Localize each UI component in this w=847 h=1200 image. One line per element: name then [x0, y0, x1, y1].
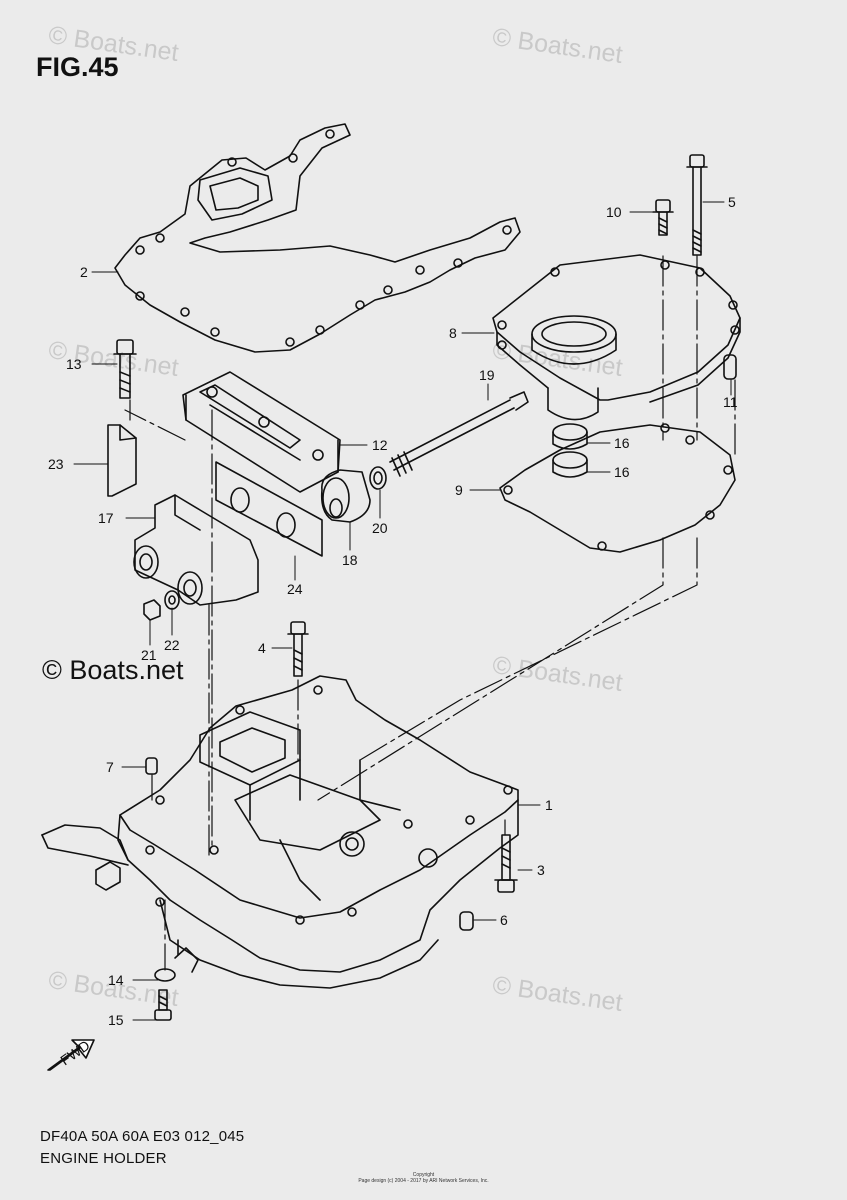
callout-23: 23 [48, 456, 64, 472]
engine-holder-part-1 [41, 675, 519, 989]
bracket-part-12 [182, 371, 341, 493]
callout-13: 13 [66, 356, 82, 372]
brand-watermark: © Boats.net [42, 655, 184, 685]
callout-11: 11 [723, 394, 738, 410]
bushing-part-16-lower [552, 451, 588, 478]
callout-5: 5 [728, 194, 736, 210]
washer-part-20 [369, 466, 387, 490]
callout-21: 21 [141, 647, 157, 663]
assembly-lines [124, 255, 736, 971]
cover-plate-part-8 [492, 254, 741, 421]
callout-4: 4 [258, 640, 266, 656]
callout-18: 18 [342, 552, 358, 568]
dowel-pin-part-6 [459, 911, 474, 931]
callout-9: 9 [455, 482, 463, 498]
bolt-part-3 [494, 834, 518, 893]
callout-15: 15 [108, 1012, 124, 1028]
bolt-part-4 [287, 621, 309, 677]
bolt-part-10 [652, 199, 674, 236]
copyright-line-1: Copyright [412, 1172, 435, 1178]
bolt-part-13 [113, 339, 137, 399]
callout-14: 14 [108, 972, 124, 988]
callout-1: 1 [545, 797, 553, 813]
mount-part-18 [320, 469, 371, 523]
figure-title: FIG.45 [36, 52, 119, 82]
plate-part-24 [215, 461, 323, 557]
callout-12: 12 [372, 437, 388, 453]
model-label: DF40A 50A 60A E03 012_045 [40, 1128, 245, 1145]
callout-19: 19 [479, 367, 495, 383]
nut-part-21 [143, 599, 161, 621]
bolt-part-15 [154, 989, 172, 1021]
bracket-plate-part-23 [107, 424, 137, 497]
sender-part-14 [154, 939, 199, 982]
dowel-pin-part-11 [723, 354, 737, 380]
callout-24: 24 [287, 581, 303, 597]
holder-part-17 [133, 494, 259, 606]
callout-3: 3 [537, 862, 545, 878]
callout-16-lower: 16 [614, 464, 630, 480]
figure-name: ENGINE HOLDER [40, 1150, 167, 1167]
gasket-part-2 [114, 123, 521, 353]
callout-6: 6 [500, 912, 508, 928]
bolt-part-19 [389, 391, 529, 477]
leader-lines [73, 201, 732, 1021]
fwd-arrow-icon: FWD [47, 1037, 95, 1071]
callout-2: 2 [80, 264, 88, 280]
callout-10: 10 [606, 204, 622, 220]
washer-part-22 [164, 590, 180, 610]
callout-20: 20 [372, 520, 388, 536]
bushing-part-16-upper [552, 423, 588, 450]
callout-7: 7 [106, 759, 114, 775]
callout-22: 22 [164, 637, 180, 653]
bolt-part-5 [686, 154, 708, 256]
callout-16-upper: 16 [614, 435, 630, 451]
dowel-pin-part-7 [145, 757, 158, 775]
callout-8: 8 [449, 325, 457, 341]
copyright-line-2: Page design (c) 2004 - 2017 by ARI Netwo… [358, 1178, 489, 1184]
callout-17: 17 [98, 510, 114, 526]
copyright-notice: Copyright Page design (c) 2004 - 2017 by… [0, 1172, 847, 1184]
